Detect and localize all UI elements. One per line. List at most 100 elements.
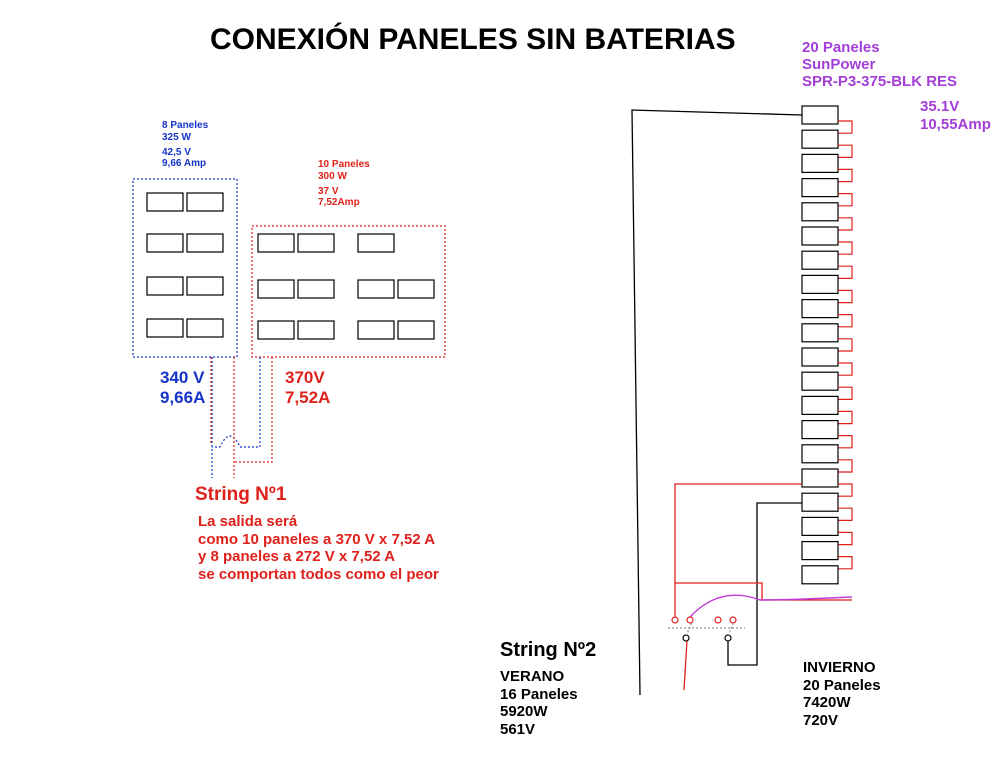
summer-label: VERANO (500, 668, 565, 685)
series-jumper (838, 435, 853, 449)
panel-model-spec: 20 Paneles SunPower SPR-P3-375-BLK RES (802, 39, 957, 91)
group-b-specs: 10 Paneles 300 W 37 V 7,52Amp (318, 159, 370, 209)
solar-panel (186, 318, 224, 338)
series-jumper (838, 507, 853, 521)
group-b-output-wire (210, 357, 273, 478)
solar-panel (397, 320, 435, 340)
series-jumper (838, 338, 853, 352)
string2-mid-tap (727, 502, 802, 666)
group-b-count: 10 Paneles (318, 159, 370, 170)
solar-panel (186, 276, 224, 296)
group-b-power: 300 W (318, 170, 347, 182)
solar-panel (801, 516, 839, 537)
panel-voltage: 35.1V (920, 98, 960, 115)
series-jumper (838, 556, 853, 570)
solar-panel (801, 129, 839, 149)
solar-panel (146, 192, 184, 212)
solar-panel (357, 233, 395, 253)
series-jumper (838, 459, 853, 473)
group-a-specs: 8 Paneles 325 W 42,5 V 9,66 Amp (162, 120, 208, 170)
series-jumper (838, 265, 853, 279)
series-jumper (838, 386, 853, 400)
string2-summer-wire (683, 639, 688, 691)
string2-winter-wire (689, 594, 853, 618)
series-jumper (838, 314, 853, 328)
series-jumper (838, 410, 853, 425)
group-b-voltage: 37 V (318, 185, 339, 197)
solar-panel (801, 347, 839, 367)
panel-group-10-panels (257, 233, 435, 340)
series-jumper (838, 362, 853, 376)
winter-label: INVIERNO (803, 659, 876, 676)
group-a-count: 8 Paneles (162, 120, 209, 131)
series-jumper (838, 168, 853, 183)
solar-panel (357, 320, 395, 340)
solar-panel (186, 192, 224, 212)
summer-voltage: 561V (500, 721, 536, 739)
solar-panel (297, 233, 335, 253)
group-a-enclosure (132, 178, 238, 358)
series-jumper (838, 241, 853, 255)
string1-note: como 10 paneles a 370 V x 7,52 A (198, 530, 436, 548)
stack-count: 20 Paneles (802, 39, 880, 56)
solar-panel (801, 371, 839, 391)
solar-panel (801, 444, 839, 464)
switch-contact (671, 616, 679, 624)
solar-panel (257, 279, 295, 299)
group-a-output-wire (211, 357, 261, 478)
winter-voltage: 720V (803, 712, 839, 730)
switch-contact (729, 616, 737, 624)
series-jumper (838, 193, 853, 207)
solar-panel (801, 492, 839, 512)
solar-panel (801, 565, 839, 585)
switch-contact (714, 616, 722, 624)
group-a-current: 9,66 Amp (162, 158, 207, 170)
solar-panel (297, 320, 335, 340)
winter-config: INVIERNO 20 Paneles 7420W 720V (803, 659, 881, 730)
solar-panel (801, 105, 839, 125)
group-a-power: 325 W (162, 131, 191, 143)
group-b-output-current: 7,52A (285, 388, 331, 408)
string2-red-tap (674, 483, 802, 617)
series-jumper (838, 217, 853, 231)
summer-power: 5920W (500, 703, 548, 721)
solar-panel (801, 178, 839, 198)
solar-panel (257, 320, 295, 340)
solar-panel (801, 323, 839, 343)
string2-red-bottom (675, 582, 852, 601)
series-jumper (838, 144, 853, 158)
group-a-output: 340 V 9,66A (160, 368, 205, 408)
solar-panel (801, 274, 839, 294)
series-jumper (838, 483, 853, 497)
switch-lever (668, 621, 745, 637)
solar-panel (801, 250, 839, 270)
solar-panel (146, 276, 184, 296)
solar-panel (146, 318, 184, 338)
solar-panel (297, 279, 335, 299)
changeover-switch (668, 616, 745, 642)
solar-panel (801, 468, 839, 488)
panel-brand: SunPower (802, 55, 876, 73)
panel-current: 10,55Amp (920, 115, 991, 133)
panel-stack-string2 (801, 105, 853, 585)
group-a-output-voltage: 340 V (160, 368, 205, 387)
series-jumper (838, 289, 853, 304)
solar-panel (801, 153, 839, 173)
string1-notes: La salida será como 10 paneles a 370 V x… (198, 513, 439, 584)
solar-panel (801, 202, 839, 222)
solar-panel (146, 233, 184, 253)
string2-title: String Nº2 (500, 639, 597, 661)
winter-panels: 20 Paneles (803, 676, 881, 694)
group-b-output: 370V 7,52A (285, 368, 330, 408)
solar-panel (186, 233, 224, 253)
winter-power: 7420W (803, 694, 851, 712)
solar-panel (801, 299, 839, 319)
series-jumper (838, 531, 853, 546)
page-title: CONEXIÓN PANELES SIN BATERIAS (210, 23, 736, 56)
series-jumper (838, 120, 853, 134)
string1-title: String Nº1 (195, 484, 287, 505)
panel-group-8-panels (146, 192, 224, 338)
group-b-current: 7,52Amp (318, 197, 360, 209)
group-b-output-voltage: 370V (285, 368, 325, 387)
